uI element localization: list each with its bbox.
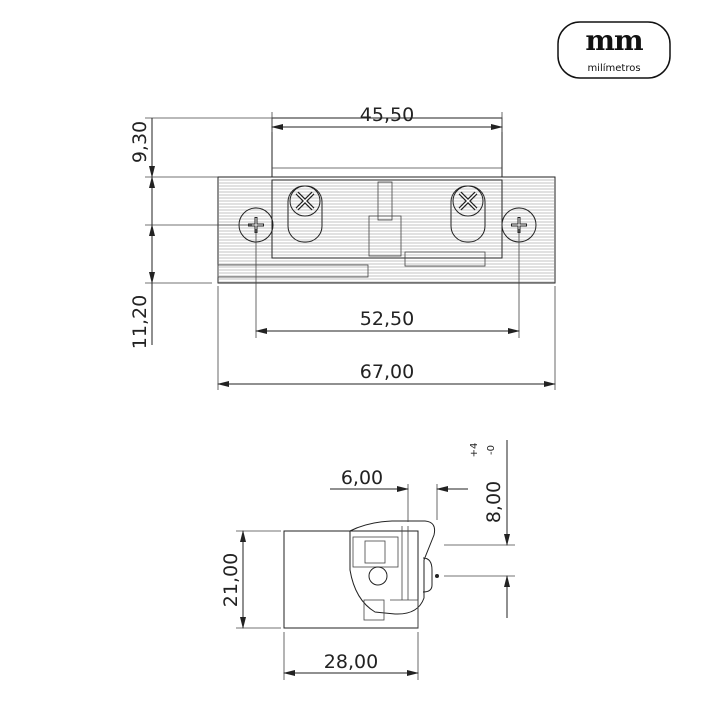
strike-body-top: [271, 117, 503, 178]
dim-label-width-top: 45,50: [360, 104, 414, 126]
dim-label-adjust: 8,00: [483, 481, 505, 523]
brand-logo: mm milímetros: [557, 21, 671, 79]
tolerance-plus: +4: [469, 443, 480, 458]
dim-label-screw-spacing: 52,50: [360, 308, 414, 330]
logo-text: milímetros: [587, 62, 640, 74]
dim-label-overall-width: 67,00: [360, 361, 414, 383]
tolerance-minus: -0: [486, 445, 497, 455]
adjust-screw-right-icon: [452, 185, 484, 217]
dim-label-depth: 28,00: [324, 651, 378, 673]
adjust-screw-left-icon: [289, 185, 321, 217]
faceplate-hatching: [219, 179, 554, 283]
front-view: 45,50 9,30 11,20 52,50 67,00: [129, 104, 556, 390]
dim-label-height-bottom: 11,20: [129, 295, 151, 349]
side-view: 21,00 28,00 6,00 8,00 +4 -0: [220, 440, 515, 680]
dim-label-latch: 6,00: [341, 467, 383, 489]
dim-label-side-height: 21,00: [220, 553, 242, 607]
logo-mark: mm: [585, 24, 643, 57]
dim-label-height-top: 9,30: [129, 121, 151, 163]
